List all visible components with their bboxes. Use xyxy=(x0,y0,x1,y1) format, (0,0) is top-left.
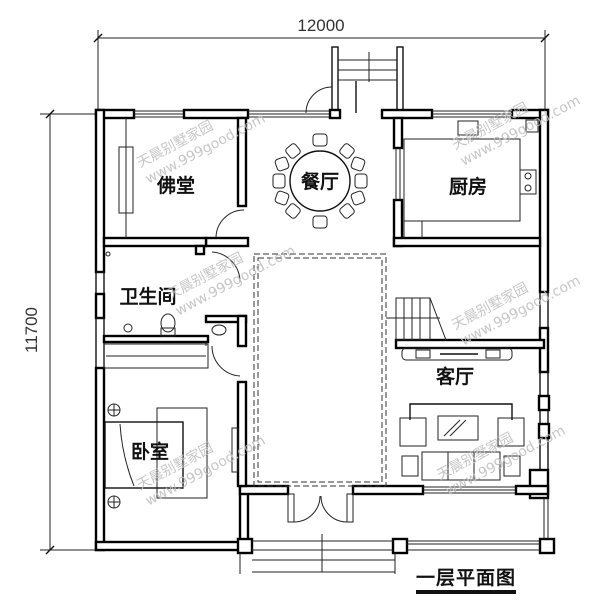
room-label-bedroom: 卧室 xyxy=(131,440,169,463)
room-label-dining-room: 餐厅 xyxy=(301,170,339,193)
bedroom-furniture xyxy=(104,403,239,509)
rear-entry-stairs xyxy=(305,46,404,114)
courtyard xyxy=(253,253,387,487)
tv-cabinet xyxy=(401,347,513,361)
drawing-title: 一层平面图 xyxy=(416,567,516,594)
washbasin-icon xyxy=(211,324,227,336)
toilet-icon xyxy=(160,313,176,333)
sink-icon xyxy=(457,120,479,136)
exterior-walls xyxy=(94,108,551,552)
kitchen-counters xyxy=(403,119,539,238)
wardrobe xyxy=(231,427,239,473)
coffee-table xyxy=(437,415,479,441)
room-label-buddha-hall: 佛堂 xyxy=(156,174,195,197)
fridge-icon xyxy=(525,119,539,133)
watermarks: 天晨别墅家园 www.999good.com 天晨别墅家园 www.999goo… xyxy=(134,93,583,510)
front-entry xyxy=(236,493,556,574)
drawing-title-text: 一层平面图 xyxy=(416,567,516,589)
left-dimension: 11700 xyxy=(22,109,98,555)
bed xyxy=(104,421,184,489)
dining-table xyxy=(272,133,368,229)
top-dimension: 12000 xyxy=(93,16,550,110)
rug xyxy=(156,407,208,499)
width-dimension-label: 12000 xyxy=(297,16,344,35)
shower-drain-icon xyxy=(123,323,133,333)
stove-icon xyxy=(519,169,537,195)
room-label-living-room: 客厅 xyxy=(436,365,474,388)
bathroom-fixtures xyxy=(105,251,227,337)
height-dimension-label: 11700 xyxy=(22,307,41,353)
interior-stairs xyxy=(386,297,447,341)
room-label-kitchen: 厨房 xyxy=(449,175,487,198)
room-label-bathroom: 卫生间 xyxy=(119,285,176,308)
sofa-set xyxy=(399,403,525,481)
